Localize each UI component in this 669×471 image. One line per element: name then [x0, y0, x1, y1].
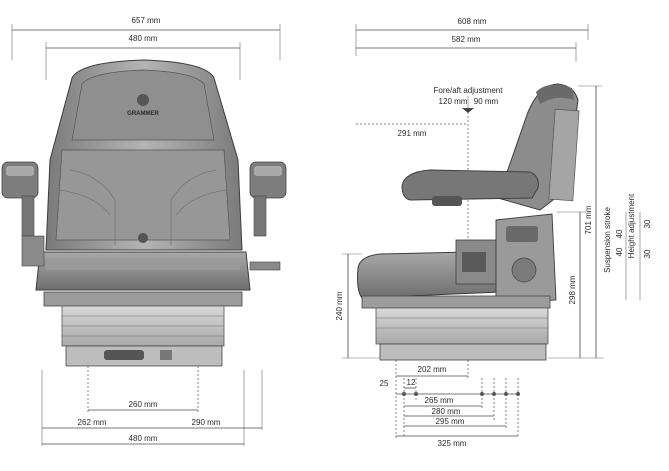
dim-cushion-depth: 582 mm [452, 35, 481, 44]
right-armrest [249, 161, 287, 237]
dim-base-height: 298 mm [568, 275, 577, 304]
dim-left-offset: 262 mm [78, 418, 107, 427]
suspension-stroke-label: Suspension stroke [603, 207, 612, 273]
suspension-stroke-b: 40 [615, 247, 624, 256]
dim-backrest-width: 480 mm [129, 34, 158, 43]
fore-aft-label: Fore/aft adjustment [434, 86, 504, 95]
dim-overall-height: 701 mm [584, 205, 593, 234]
dim-pitch-295: 295 mm [436, 417, 465, 426]
dim-rail-depth: 202 mm [418, 365, 447, 374]
dim-hole-a: 25 [380, 379, 389, 388]
front-backrest [45, 59, 243, 251]
front-cushion [21, 235, 281, 291]
side-bottom-dims [395, 360, 520, 438]
dim-min-height: 240 mm [335, 291, 344, 320]
dim-pitch-265: 265 mm [425, 396, 454, 405]
dim-base-width: 480 mm [129, 434, 158, 443]
dim-overall-depth: 608 mm [458, 17, 487, 26]
dim-overall-width: 657 mm [132, 16, 161, 25]
dim-right-offset: 290 mm [192, 418, 221, 427]
fore-aft-back: 120 mm [439, 97, 468, 106]
suspension-stroke-a: 40 [615, 229, 624, 238]
brand-logo: GRAMMER [127, 111, 159, 117]
dim-rail-span: 260 mm [129, 400, 158, 409]
left-armrest [1, 161, 39, 237]
side-cushion [357, 239, 501, 299]
height-adjustment-label: Height adjustment [627, 193, 636, 258]
front-top-dims [11, 24, 281, 80]
height-adjustment-a: 30 [643, 219, 652, 228]
side-top-dims [355, 24, 589, 62]
side-mechanism [495, 213, 557, 305]
side-vertical-dims [342, 85, 641, 359]
dim-backrest-offset: 291 mm [398, 129, 427, 138]
front-suspension-base [43, 291, 243, 367]
dim-pitch-280: 280 mm [432, 407, 461, 416]
dim-pitch-325: 325 mm [438, 439, 467, 448]
fore-aft-front: 90 mm [474, 97, 499, 106]
height-adjustment-b: 30 [643, 249, 652, 258]
side-armrest [401, 169, 539, 206]
side-suspension-base [361, 295, 551, 361]
side-view: 608 mm 582 mm Fore/aft adjustment 120 mm… [335, 17, 652, 448]
front-bottom-dims [41, 366, 263, 446]
dim-hole-b: 12 [407, 378, 416, 387]
front-view: 657 mm 480 mm GRAMMER [1, 16, 287, 446]
